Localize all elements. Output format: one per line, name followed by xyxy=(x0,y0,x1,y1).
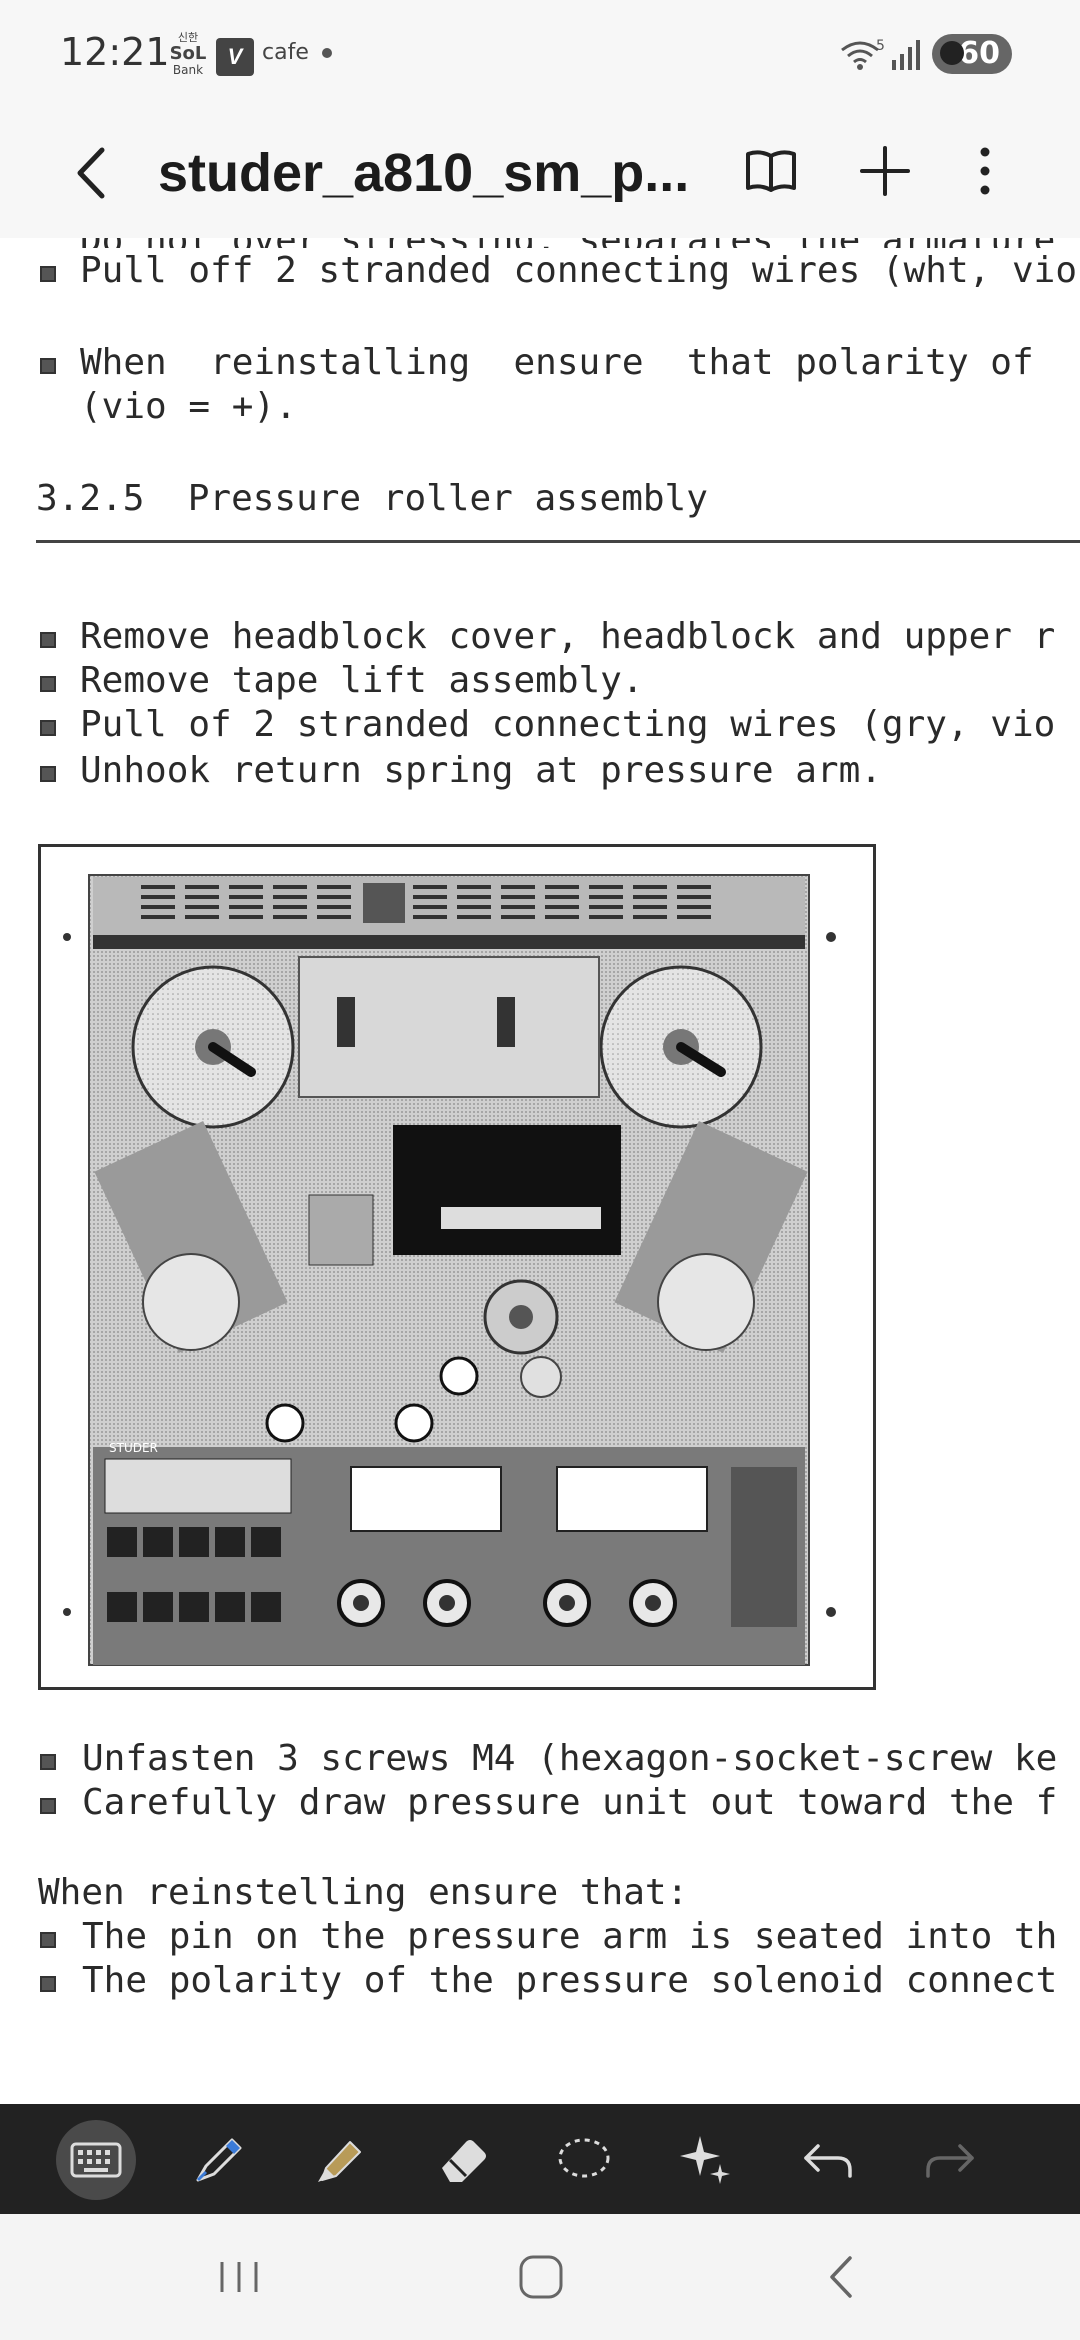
redo-icon[interactable] xyxy=(910,2120,990,2200)
svg-text:5: 5 xyxy=(876,38,885,54)
undo-icon[interactable] xyxy=(788,2120,868,2200)
battery-level: 60 xyxy=(958,36,1000,71)
doc-line: When reinstalling ensure that polarity o… xyxy=(80,342,1034,383)
toolbar-overflow-hint xyxy=(1044,2134,1080,2184)
bullet-icon xyxy=(40,676,56,692)
bullet-icon xyxy=(40,1798,56,1814)
back-arrow-icon[interactable] xyxy=(60,140,126,206)
bullet-icon xyxy=(40,1754,56,1770)
bullet-icon xyxy=(40,632,56,648)
tape-recorder-photo: STUDER xyxy=(63,874,836,1666)
lasso-icon[interactable] xyxy=(544,2120,624,2200)
doc-line: Remove tape lift assembly. xyxy=(80,660,644,701)
document-title: studer_a810_sm_p... xyxy=(158,143,690,203)
keyboard-button[interactable] xyxy=(56,2120,136,2200)
doc-line: Unfasten 3 screws M4 (hexagon-socket-scr… xyxy=(82,1738,1058,1779)
home-icon[interactable] xyxy=(508,2244,574,2310)
doc-line: (vio = +). xyxy=(80,386,297,427)
system-navigation-bar xyxy=(0,2214,1080,2340)
doc-line: Pull of 2 stranded connecting wires (gry… xyxy=(80,704,1056,745)
doc-line: The pin on the pressure arm is seated in… xyxy=(82,1916,1058,1957)
eraser-icon[interactable] xyxy=(422,2120,502,2200)
section-rule xyxy=(36,540,1080,543)
more-options-icon[interactable] xyxy=(960,138,1010,204)
bank-line-2: SoL xyxy=(169,43,207,64)
bullet-icon xyxy=(40,1976,56,1992)
bullet-icon xyxy=(40,766,56,782)
back-icon[interactable] xyxy=(810,2244,876,2310)
app-bar: studer_a810_sm_p... xyxy=(0,110,1080,239)
recents-icon[interactable] xyxy=(206,2244,272,2310)
document-page[interactable]: Do not over stressing, separates the arm… xyxy=(0,238,1080,2104)
bullet-icon xyxy=(40,266,56,282)
bank-line-1: 신한 xyxy=(177,31,199,44)
cut-off-text-line: Do not over stressing, separates the arm… xyxy=(80,238,1080,248)
doc-line: When reinstelling ensure that: xyxy=(38,1872,689,1913)
doc-line: Pull off 2 stranded connecting wires (wh… xyxy=(80,250,1077,291)
section-heading: 3.2.5 Pressure roller assembly xyxy=(36,478,708,519)
battery-saver-icon xyxy=(940,41,964,65)
pen-icon[interactable] xyxy=(178,2120,258,2200)
doc-line: Carefully draw pressure unit out toward … xyxy=(82,1782,1058,1823)
figure-brand-label: STUDER xyxy=(109,1441,158,1455)
battery-indicator: 60 xyxy=(932,34,1012,74)
bank-line-3: Bank xyxy=(172,63,204,77)
annotation-toolbar xyxy=(0,2104,1080,2214)
add-icon[interactable] xyxy=(852,138,918,204)
cafe-app-icon: V xyxy=(216,38,254,76)
reading-mode-icon[interactable] xyxy=(738,138,804,204)
status-bar: 12:21 신한 SoL Bank V cafe 5 60 xyxy=(0,0,1080,110)
bullet-icon xyxy=(40,720,56,736)
signal-icon xyxy=(892,40,920,70)
doc-line: Remove headblock cover, headblock and up… xyxy=(80,616,1056,657)
status-time: 12:21 xyxy=(60,30,170,74)
tape-recorder-figure: STUDER xyxy=(38,844,876,1690)
doc-line: Unhook return spring at pressure arm. xyxy=(80,750,882,791)
doc-line: The polarity of the pressure solenoid co… xyxy=(82,1960,1058,2001)
cafe-label: cafe xyxy=(262,40,309,65)
highlighter-icon[interactable] xyxy=(300,2120,380,2200)
notification-dot-icon xyxy=(322,48,332,58)
wifi-icon: 5 xyxy=(841,38,885,70)
keyboard-icon xyxy=(70,2142,122,2178)
bullet-icon xyxy=(40,358,56,374)
bank-notification-icon: 신한 SoL Bank xyxy=(168,30,208,78)
bullet-icon xyxy=(40,1932,56,1948)
sparkle-icon[interactable] xyxy=(666,2120,746,2200)
